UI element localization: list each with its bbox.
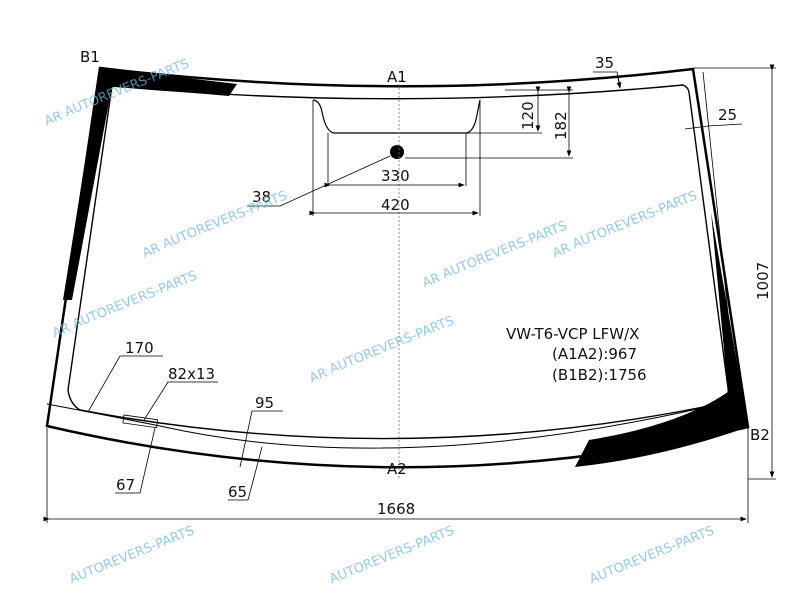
point-a2-label: A2 xyxy=(387,460,407,478)
watermark-text: AUTOREVERS-PARTS xyxy=(327,523,456,587)
inner-print-line xyxy=(67,84,729,440)
dim-bottom-outer: 65 xyxy=(228,483,247,501)
point-b1-label: B1 xyxy=(80,48,100,66)
dim-sensor-outer-height: 182 xyxy=(552,111,570,140)
watermark-text: AUTOREVERS-PARTS xyxy=(440,218,569,282)
b1b2-length: (B1B2):1756 xyxy=(552,366,647,384)
watermark-logo: AR xyxy=(420,271,442,292)
watermark-logo: AR xyxy=(550,241,572,262)
dim-width: 1668 xyxy=(377,500,415,518)
black-band-left xyxy=(63,68,237,300)
dim-sensor-inner-height: 120 xyxy=(519,101,537,130)
watermark-text: AUTOREVERS-PARTS xyxy=(67,523,196,587)
watermark: AUTOREVERS-PARTS xyxy=(587,523,716,587)
watermark-text: AUTOREVERS-PARTS xyxy=(327,313,456,377)
black-band-right xyxy=(575,212,748,467)
watermark-logo: AR xyxy=(50,321,72,342)
watermark-text: AUTOREVERS-PARTS xyxy=(587,523,716,587)
watermark-logo: AR xyxy=(140,241,162,262)
watermark-logo: AR xyxy=(307,366,329,387)
dim-height: 1007 xyxy=(754,262,772,300)
inner-line-2 xyxy=(46,401,729,449)
watermark: AUTOREVERS-PARTS xyxy=(67,523,196,587)
dim-slot: 82x13 xyxy=(168,365,215,383)
dim-corner: 170 xyxy=(125,339,154,357)
dim-sensor-outer-width: 420 xyxy=(381,196,410,214)
dim-sensor-inner-width: 330 xyxy=(381,167,410,185)
watermark-logo: AR xyxy=(42,109,64,130)
a1a2-length: (A1A2):967 xyxy=(552,345,637,363)
dimension-lines xyxy=(43,64,776,523)
watermark-text: AUTOREVERS-PARTS xyxy=(570,188,699,252)
dim-slot-offset: 67 xyxy=(116,476,135,494)
watermark: AUTOREVERS-PARTS xyxy=(327,523,456,587)
sensor-area xyxy=(312,99,481,134)
point-a1-label: A1 xyxy=(387,68,407,86)
dim-dot: 38 xyxy=(252,188,271,206)
edge-line-right xyxy=(702,71,739,411)
glass-outline xyxy=(45,66,750,469)
dim-bottom-inner: 95 xyxy=(255,394,274,412)
watermark-text: AUTOREVERS-PARTS xyxy=(70,268,199,332)
point-b2-label: B2 xyxy=(750,426,770,444)
model-code: VW-T6-VCP LFW/X xyxy=(506,325,639,343)
dim-top-band: 35 xyxy=(595,54,614,72)
sensor-dot xyxy=(390,145,404,159)
watermark-text: AUTOREVERS-PARTS xyxy=(160,188,289,252)
dim-side-band: 25 xyxy=(718,106,737,124)
